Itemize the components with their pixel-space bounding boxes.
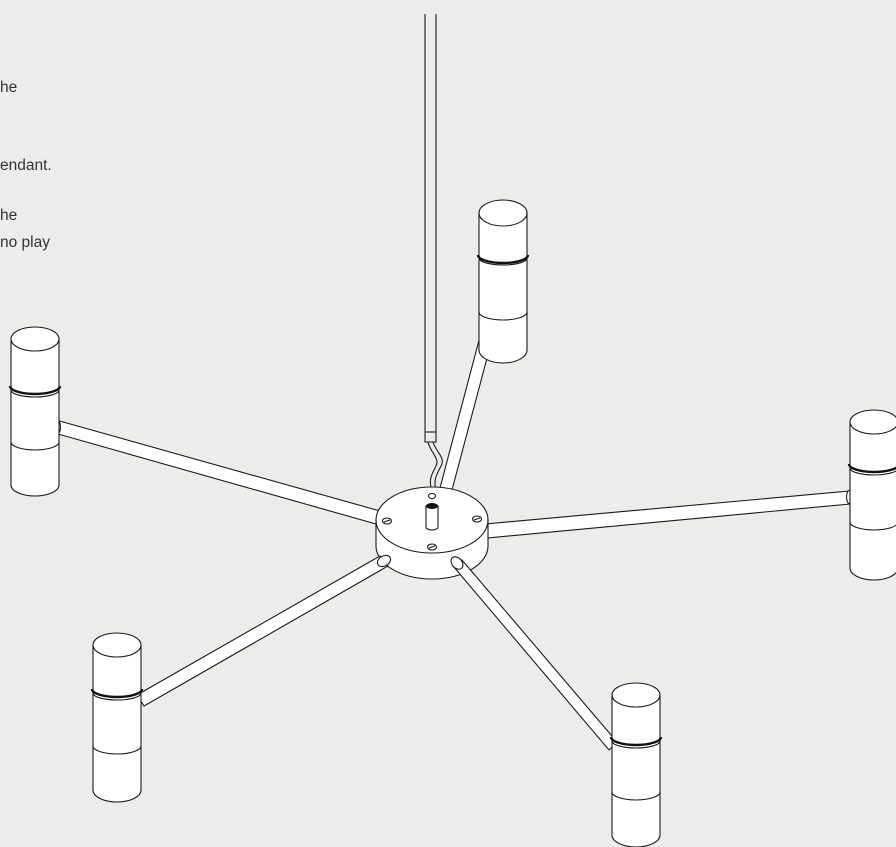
caption-line-3: he [0,207,18,224]
screw [381,492,483,551]
caption-line-4: no play [0,234,50,251]
light-cylinder-right [847,409,896,581]
arm-left [52,419,384,527]
light-cylinder-back [476,199,530,364]
wire [427,441,443,491]
arm-right [484,489,855,539]
arm-front-left [136,554,392,707]
light-cylinder-left [8,326,62,497]
light-cylinder-front-left [90,632,144,803]
caption-line-1: he [0,79,18,96]
canopy-hub [375,486,489,580]
caption-line-2: endant. [0,157,52,174]
suspension-rod [424,14,437,443]
light-cylinder-front-right [609,682,663,847]
arm-front-right [450,556,618,751]
